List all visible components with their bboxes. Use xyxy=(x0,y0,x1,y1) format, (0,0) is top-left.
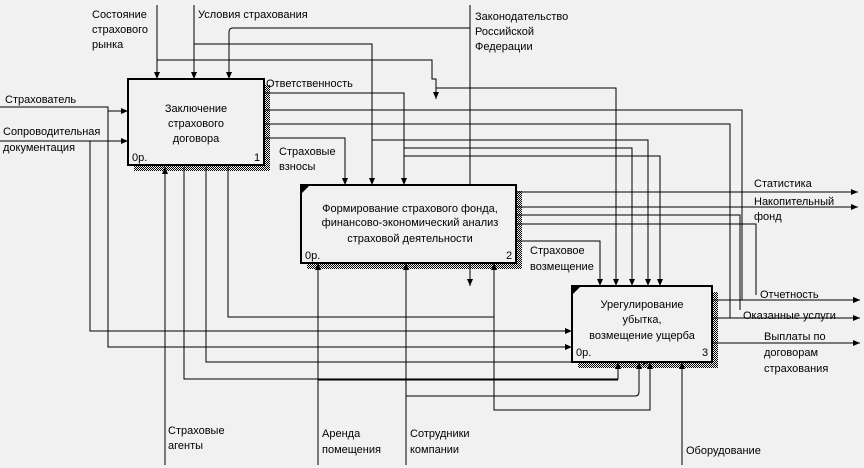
arrow-control-box3-b xyxy=(404,147,635,286)
box-2-line-1: Формирование страхового фонда, xyxy=(322,203,498,215)
label-state-market-1: Состояние xyxy=(92,9,147,21)
arrow-insurer xyxy=(0,106,128,114)
label-payments-2: договорам xyxy=(764,347,818,359)
label-payments-3: страхования xyxy=(764,363,828,375)
box-1-line-3: договора xyxy=(173,133,220,145)
box-1[interactable]: Заключение страхового договора 0р. 1 xyxy=(127,78,270,171)
arrow-responsibility xyxy=(264,92,407,185)
arrow-mech-box3-c xyxy=(493,317,653,411)
arrows xyxy=(0,5,860,465)
label-legislation-3: Федерации xyxy=(475,41,533,53)
label-state-market-3: рынка xyxy=(92,39,124,51)
box-2[interactable]: Формирование страхового фонда, финансово… xyxy=(300,184,522,269)
arrow-mech-box2-b xyxy=(227,167,497,318)
label-legislation-2: Российской xyxy=(475,26,534,38)
box-3-number: 3 xyxy=(702,347,708,359)
label-state-market-2: страхового xyxy=(92,24,148,36)
arrow-legislation-box1 xyxy=(226,5,471,79)
box-3-line-3: возмещение ущерба xyxy=(589,330,696,342)
arrow-state-box3 xyxy=(157,59,619,286)
arrow-box2-out-b xyxy=(516,223,757,295)
arrow-staff-box3 xyxy=(406,362,642,397)
label-compensation-1: Страховое xyxy=(530,245,585,257)
label-premiums-1: Страховые xyxy=(279,146,336,158)
label-services: Оказанные услуги xyxy=(743,310,836,322)
box-3-line-2: убытка, xyxy=(622,314,661,326)
box-1-line-1: Заключение xyxy=(165,103,227,115)
label-legislation-1: Законодательство xyxy=(475,11,568,23)
box-3-cost: 0р. xyxy=(576,347,591,359)
arrow-control-box3-a xyxy=(372,139,651,286)
label-premiums-2: взносы xyxy=(279,161,315,173)
box-3[interactable]: Урегулирование убытка, возмещение ущерба… xyxy=(571,285,718,368)
arrow-mech-box3-b xyxy=(205,167,650,365)
label-responsibility: Ответственность xyxy=(266,78,353,90)
arrow-labels: Состояние страхового рынка Условия страх… xyxy=(3,9,836,457)
box-1-number: 1 xyxy=(254,152,260,164)
label-docs-2: документация xyxy=(3,142,75,154)
box-3-line-1: Урегулирование xyxy=(601,299,684,311)
box-1-line-2: страхового xyxy=(168,118,224,130)
label-insurance-terms: Условия страхования xyxy=(198,9,308,21)
label-fund-2: фонд xyxy=(754,211,782,223)
box-2-line-2: финансово-экономический анализ xyxy=(322,217,499,229)
box-2-line-3: страховой деятельности xyxy=(347,233,473,245)
arrow-insurance-compensation xyxy=(516,240,603,286)
label-agents-2: агенты xyxy=(168,440,203,452)
box-2-cost: 0р. xyxy=(305,250,320,262)
arrow-box2-out-a xyxy=(516,214,741,310)
label-statistics: Статистика xyxy=(754,178,813,190)
label-rent-1: Аренда xyxy=(322,428,361,440)
label-insurer: Страхователь xyxy=(5,94,76,106)
label-compensation-2: возмещение xyxy=(530,261,594,273)
label-equipment: Оборудование xyxy=(686,445,761,457)
label-rent-2: помещения xyxy=(322,444,381,456)
arrow-terms-box2 xyxy=(194,43,375,185)
box-1-cost: 0р. xyxy=(132,152,147,164)
label-payments-1: Выплаты по xyxy=(764,331,826,343)
arrow-insurer-box3 xyxy=(107,111,572,350)
label-agents-1: Страховые xyxy=(168,425,225,437)
label-docs-1: Сопроводительная xyxy=(3,126,100,138)
arrow-responsibility-box3 xyxy=(404,155,663,286)
label-reporting: Отчетность xyxy=(760,289,819,301)
label-staff-2: компании xyxy=(410,444,459,456)
box-2-number: 2 xyxy=(506,250,512,262)
label-fund-1: Накопительный xyxy=(754,196,834,208)
arrow-docs-box3 xyxy=(89,141,572,334)
arrow-premiums xyxy=(264,137,348,185)
arrow-mech-box3-a xyxy=(183,167,621,380)
label-staff-1: Сотрудники xyxy=(410,428,470,440)
